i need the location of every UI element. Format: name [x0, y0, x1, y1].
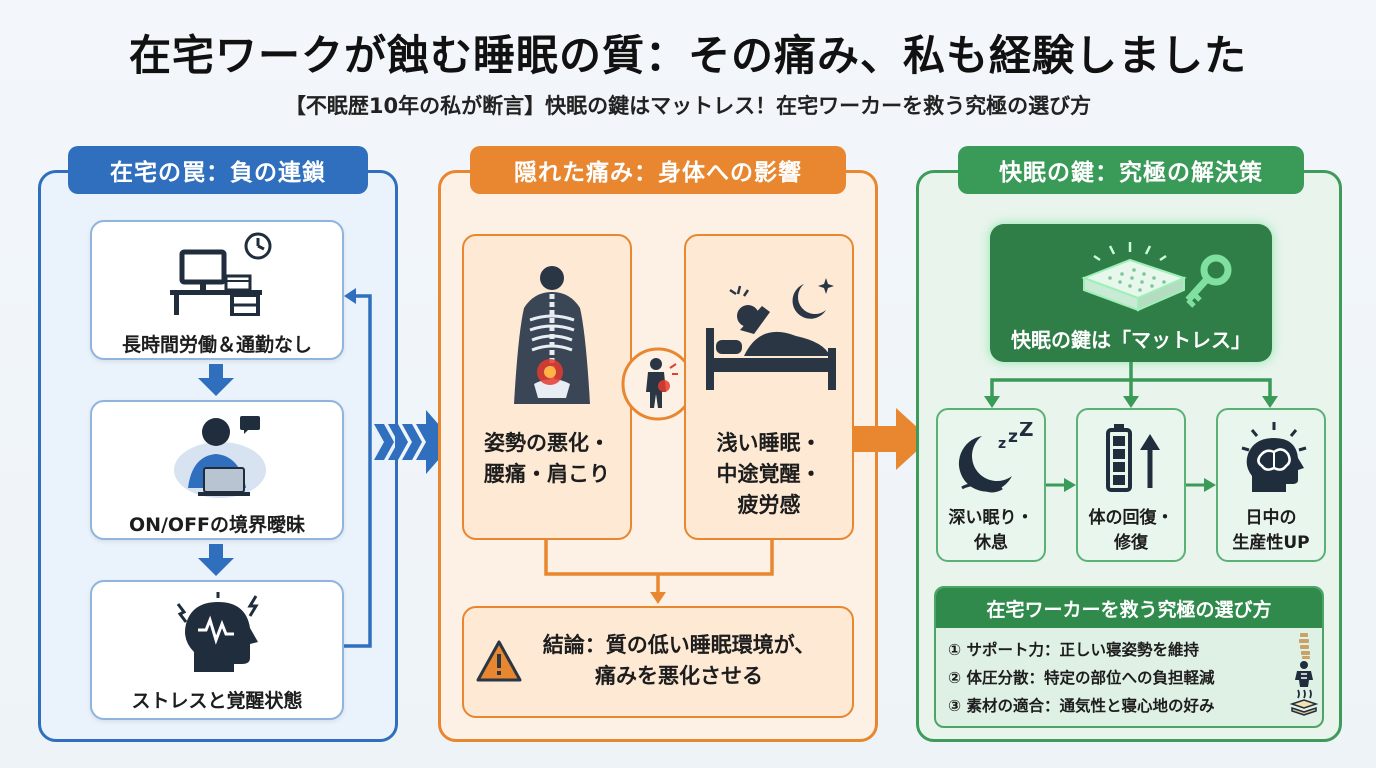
arrow-right-icon	[1046, 478, 1076, 492]
trap-card-label: ストレスと覚醒状態	[131, 690, 303, 712]
benefit-deep-sleep: z z Z 深い眠り・ 休息	[936, 408, 1046, 562]
svg-text:z: z	[1008, 427, 1018, 447]
benefit-line: 休息	[974, 533, 1008, 553]
benefit-line: 日中の	[1245, 508, 1297, 528]
desk-clock-icon	[170, 232, 272, 316]
mattress-key-label: 快眠の鍵は「マットレス」	[1011, 328, 1251, 352]
trap-header: 在宅の罠：負の連鎖	[68, 146, 368, 194]
pain-line: 中途覚醒・	[716, 462, 822, 486]
methods-title: 在宅ワーカーを救う究極の選び方	[936, 588, 1322, 628]
pain-header: 隠れた痛み：身体への影響	[470, 146, 846, 194]
warning-icon	[476, 640, 522, 682]
benefit-line: 修復	[1114, 533, 1148, 553]
benefit-line: 体の回復・	[1088, 508, 1174, 528]
restless-sleep-icon	[706, 278, 836, 390]
method-item-material: ③ 素材の適合：通気性と寝心地の好み	[948, 697, 1215, 715]
trap-card-label: ON/OFFの境界曖昧	[128, 514, 306, 536]
mattress-key-box: 快眠の鍵は「マットレス」	[990, 224, 1272, 362]
benefit-text: 日中の 生産性UP	[1218, 506, 1324, 556]
pain-line: 浅い睡眠・	[716, 431, 822, 455]
method-item-support: ① サポート力：正しい寝姿勢を維持	[948, 641, 1200, 659]
pain-card-sleep: 浅い睡眠・ 中途覚醒・ 疲労感	[684, 234, 854, 540]
conclusion-line: 結論：質の低い睡眠環境が、	[542, 633, 816, 657]
moon-zzz-icon: z z Z	[958, 422, 1034, 493]
solution-header: 快眠の鍵：究極の解決策	[958, 146, 1304, 194]
conclusion-box: 結論：質の低い睡眠環境が、 痛みを悪化させる	[462, 606, 854, 718]
arrow-right-icon	[1186, 478, 1216, 492]
loop-connector	[344, 288, 372, 648]
pain-line: 姿勢の悪化・	[484, 431, 610, 455]
battery-up-icon	[1106, 424, 1160, 492]
pain-card-text: 浅い睡眠・ 中途覚醒・ 疲労感	[686, 428, 852, 521]
layers-icon	[1290, 689, 1318, 716]
benefit-text: 体の回復・ 修復	[1078, 506, 1184, 556]
back-pain-person-icon	[621, 347, 695, 421]
spine-icon	[1299, 633, 1310, 659]
arrow-down-icon	[198, 364, 234, 396]
body-pressure-icon	[1295, 661, 1313, 687]
benefit-line: 生産性UP	[1232, 533, 1310, 553]
pain-line: 腰痛・肩こり	[484, 462, 610, 486]
trap-card-boundary: ON/OFFの境界曖昧	[90, 400, 344, 540]
stress-head-icon	[176, 592, 259, 672]
trap-card-label: 長時間労働＆通勤なし	[121, 334, 312, 356]
benefit-text: 深い眠り・ 休息	[938, 506, 1044, 556]
merge-connector	[544, 540, 774, 604]
method-item-pressure: ② 体圧分散：特定の部位への負担軽減	[948, 669, 1215, 687]
trap-card-stress: ストレスと覚醒状態	[90, 580, 344, 720]
arrow-right-icon	[854, 408, 930, 470]
branch-connector	[984, 362, 1278, 408]
svg-text:Z: Z	[1019, 422, 1034, 441]
mattress-icon	[1081, 242, 1232, 312]
spine-pain-icon	[514, 266, 590, 404]
chevron-arrow-icon	[374, 410, 454, 474]
benefit-recovery: 体の回復・ 修復	[1076, 408, 1186, 562]
trap-card-long-hours: 長時間労働＆通勤なし	[90, 220, 344, 360]
page-title: 在宅ワークが蝕む睡眠の質：その痛み、私も経験しました	[128, 31, 1247, 80]
benefit-line: 深い眠り・	[948, 508, 1034, 528]
pain-card-text: 姿勢の悪化・ 腰痛・肩こり	[464, 428, 630, 490]
conclusion-line: 痛みを悪化させる	[595, 664, 763, 688]
svg-text:z: z	[998, 436, 1006, 452]
arrow-down-icon	[198, 544, 234, 576]
conclusion-text: 結論：質の低い睡眠環境が、 痛みを悪化させる	[514, 630, 844, 692]
page-subtitle: 【不眠歴10年の私が断言】快眠の鍵はマットレス！在宅ワーカーを救う究極の選び方	[284, 94, 1092, 118]
pain-line: 疲労感	[737, 493, 801, 517]
selection-methods-box: 在宅ワーカーを救う究極の選び方 ① サポート力：正しい寝姿勢を維持 ② 体圧分散…	[934, 586, 1324, 728]
benefit-productivity: 日中の 生産性UP	[1216, 408, 1326, 562]
pain-card-posture: 姿勢の悪化・ 腰痛・肩こり	[462, 234, 632, 540]
brain-idea-icon	[1241, 422, 1307, 492]
person-laptop-icon	[174, 416, 266, 498]
